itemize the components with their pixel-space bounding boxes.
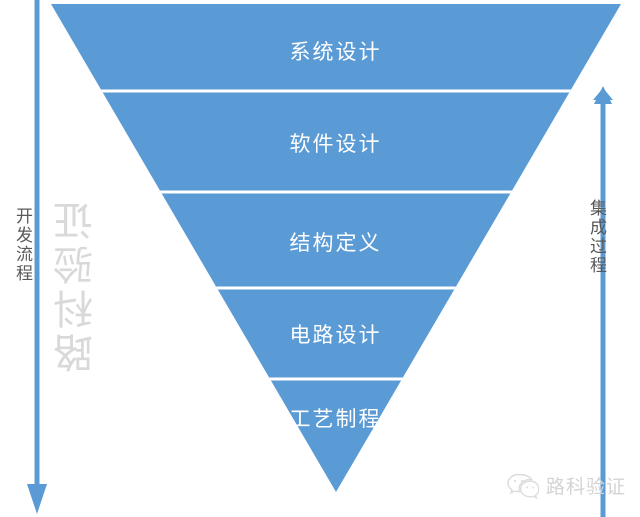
watermark-text: 路科验证 [55,197,99,373]
funnel-band-label-3: 结构定义 [289,232,382,255]
brand-badge: 路科验证 [507,472,626,499]
arrow-down-head-icon [27,484,47,514]
brand-label: 路科验证 [545,477,626,498]
wechat-icon [507,473,539,499]
left-arrow-label: 开发流程 [13,207,32,283]
right-arrow-label: 集成过程 [587,199,606,275]
funnel-band-label-4: 电路设计 [289,324,382,347]
right-arrow [593,86,613,517]
funnel-band-label-5: 工艺制程 [289,408,382,431]
funnel-band-label-1: 系统设计 [289,41,382,64]
arrow-up-head-wide-icon [594,86,612,104]
left-arrow [27,0,47,514]
funnel-band-label-2: 软件设计 [289,133,382,156]
funnel-body [51,4,621,492]
